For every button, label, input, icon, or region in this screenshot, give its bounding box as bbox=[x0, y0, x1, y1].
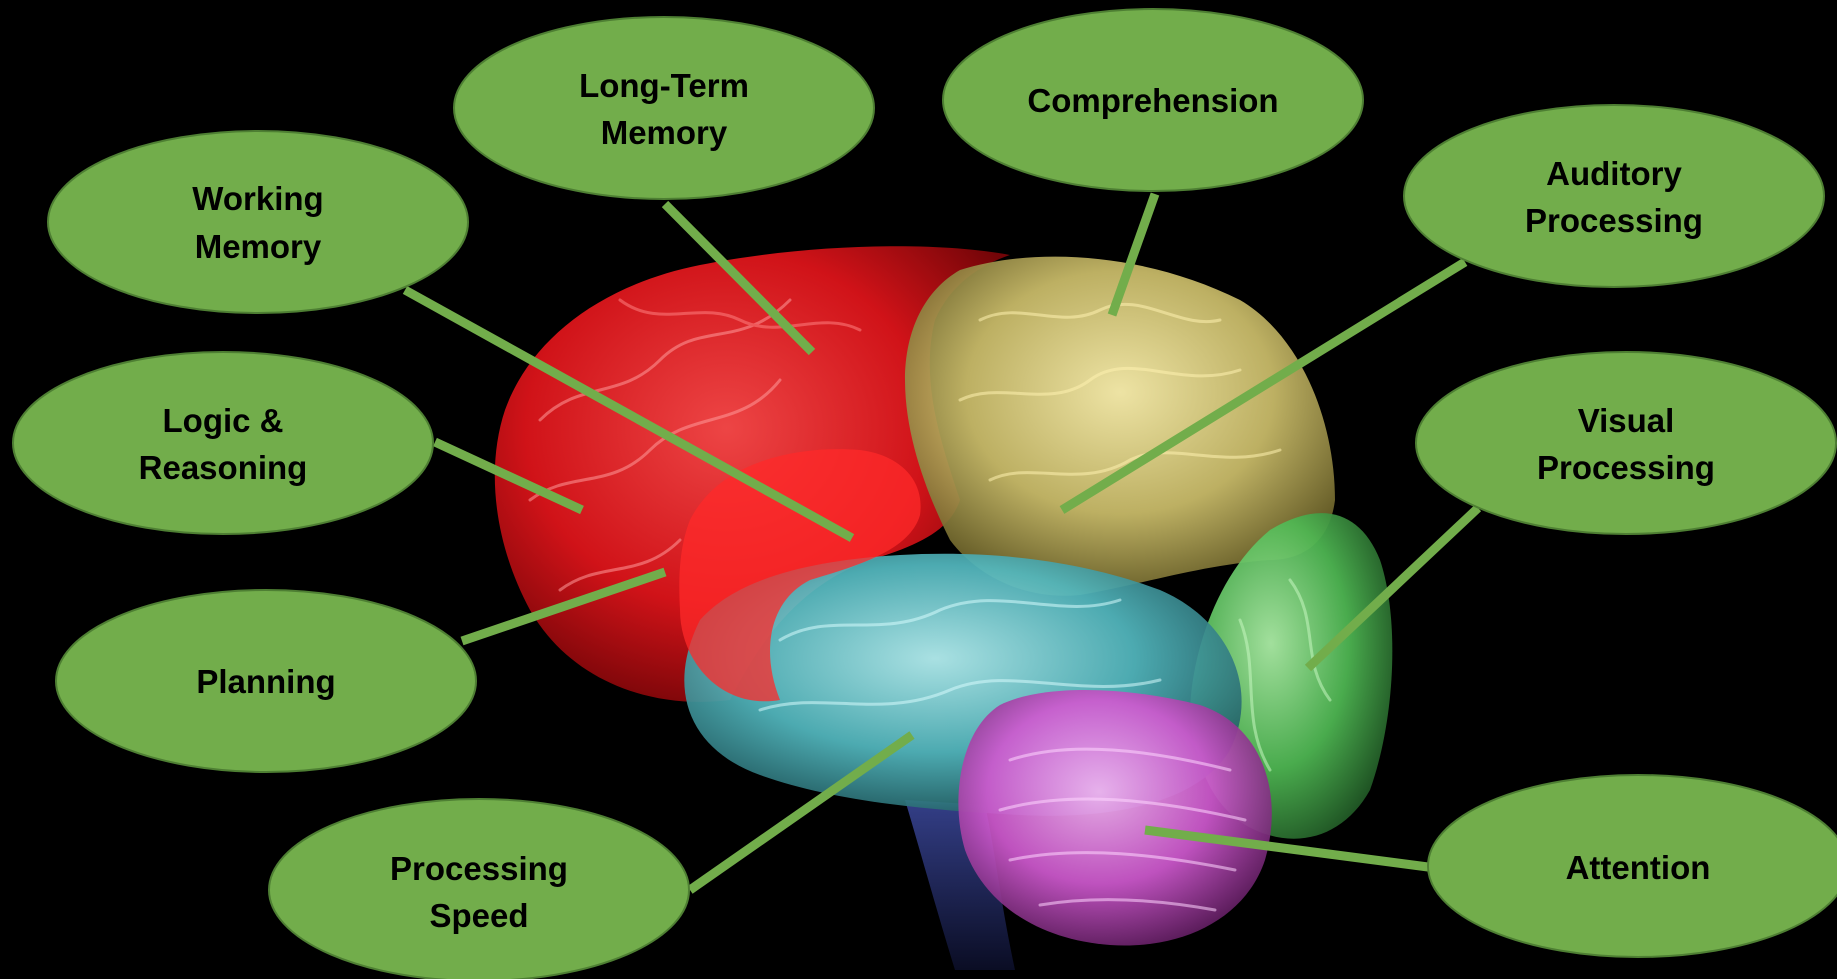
bubble-text: Comprehension bbox=[1027, 82, 1278, 119]
bubble-auditory-processing: Auditory Processing bbox=[1404, 105, 1824, 287]
bubble-text: Processing bbox=[1525, 202, 1703, 239]
bubble-text: Planning bbox=[196, 663, 335, 700]
bubble-text: Visual bbox=[1578, 402, 1675, 439]
bubble-long-term-memory: Long-Term Memory bbox=[454, 17, 874, 199]
bubble-text: Working bbox=[192, 180, 323, 217]
bubble-text: Attention bbox=[1566, 849, 1711, 886]
bubble-visual-processing: Visual Processing bbox=[1416, 352, 1836, 534]
bubble-text: Processing bbox=[1537, 449, 1715, 486]
bubble-text: Processing bbox=[390, 850, 568, 887]
bubble-text: Memory bbox=[601, 114, 728, 151]
bubble-logic-reasoning: Logic & Reasoning bbox=[13, 352, 433, 534]
bubble-text: Logic & bbox=[163, 402, 284, 439]
bubble-text: Speed bbox=[429, 897, 528, 934]
bubble-attention: Attention bbox=[1428, 775, 1837, 957]
bubble-working-memory: Working Memory bbox=[48, 131, 468, 313]
bubble-text: Long-Term bbox=[579, 67, 749, 104]
bubble-planning: Planning bbox=[56, 590, 476, 772]
bubble-text: Reasoning bbox=[139, 449, 308, 486]
bubble-text: Memory bbox=[195, 228, 322, 265]
bubble-comprehension: Comprehension bbox=[943, 9, 1363, 191]
cerebellum-shape bbox=[958, 690, 1271, 946]
bubble-text: Auditory bbox=[1546, 155, 1682, 192]
bubble-processing-speed: Processing Speed bbox=[269, 799, 689, 979]
